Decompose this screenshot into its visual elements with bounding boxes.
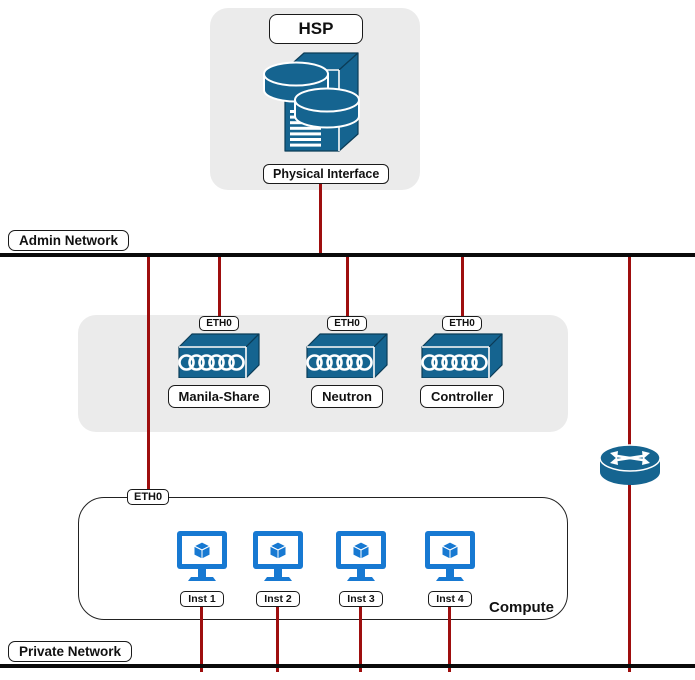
link-admin-controller (461, 257, 464, 319)
router-icon (598, 443, 662, 489)
compute-caption: Compute (489, 599, 554, 616)
switch-icon (177, 332, 261, 383)
instance-1: Inst 1 (167, 531, 237, 607)
node-neutron: ETH0 Neutron (282, 316, 412, 408)
physical-interface-label: Physical Interface (263, 164, 390, 184)
instance-4: Inst 4 (415, 531, 485, 607)
link-hsp-admin (319, 184, 322, 254)
node-name-label: Neutron (311, 385, 383, 408)
instance-label: Inst 3 (339, 591, 383, 607)
switch-icon (420, 332, 504, 383)
instance-3: Inst 3 (326, 531, 396, 607)
link-admin-compute (147, 257, 150, 491)
compute-eth0-label: ETH0 (127, 489, 170, 505)
instance-monitor-icon (333, 531, 389, 588)
link-inst2-private (276, 606, 279, 672)
instance-monitor-icon (174, 531, 230, 588)
node-manila-share: ETH0 Manila-Share (154, 316, 284, 408)
link-inst1-private (200, 606, 203, 672)
instance-monitor-icon (422, 531, 478, 588)
node-name-label: Manila-Share (167, 385, 271, 408)
link-admin-neutron (346, 257, 349, 319)
instance-label: Inst 2 (256, 591, 300, 607)
eth0-label: ETH0 (327, 316, 367, 331)
admin-network-line (0, 253, 695, 257)
eth0-label: ETH0 (199, 316, 239, 331)
node-controller: ETH0 Controller (397, 316, 527, 408)
instance-label: Inst 1 (180, 591, 224, 607)
compute-box (78, 497, 568, 620)
admin-network-label: Admin Network (8, 230, 130, 251)
instance-2: Inst 2 (243, 531, 313, 607)
private-network-line (0, 664, 695, 668)
eth0-label: ETH0 (442, 316, 482, 331)
hsp-title: HSP (269, 14, 363, 44)
private-network-label: Private Network (8, 641, 133, 662)
link-inst3-private (359, 606, 362, 672)
instance-monitor-icon (250, 531, 306, 588)
instance-label: Inst 4 (428, 591, 472, 607)
storage-server-icon (254, 48, 380, 158)
node-name-label: Controller (419, 385, 505, 408)
switch-icon (305, 332, 389, 383)
link-inst4-private (448, 606, 451, 672)
link-admin-manila (218, 257, 221, 319)
